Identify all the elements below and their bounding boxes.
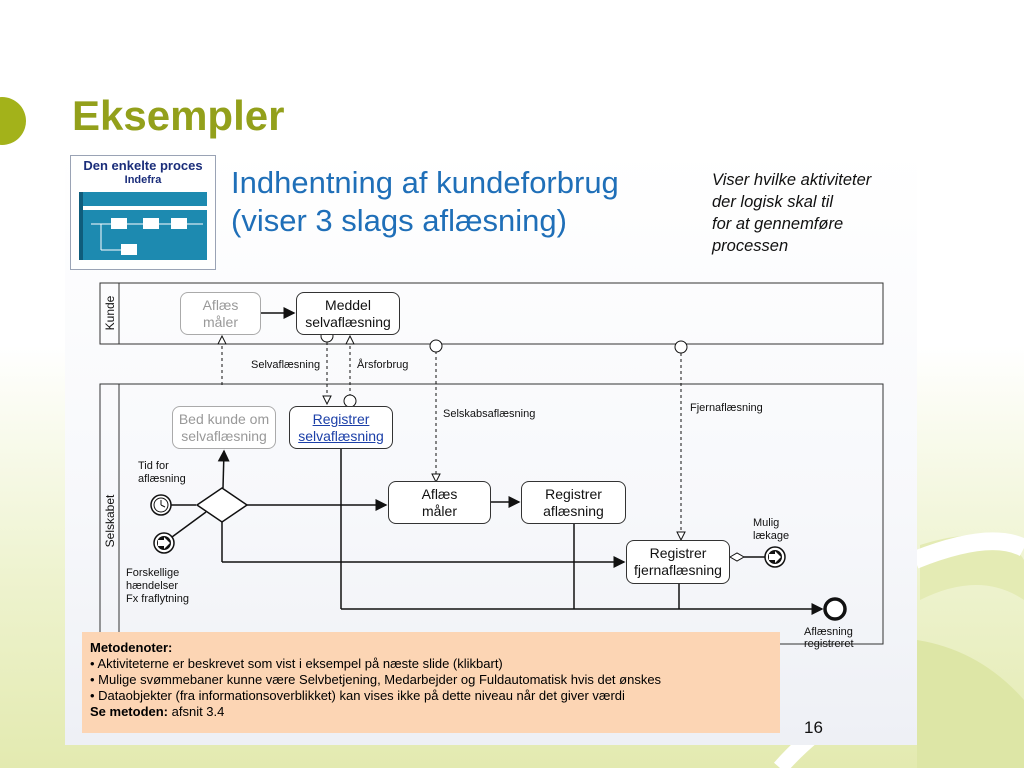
end-event: [823, 597, 847, 621]
task-label: aflæsning: [543, 502, 604, 519]
diagram-heading-line2: (viser 3 slags aflæsning): [231, 203, 567, 238]
notes-bullet[interactable]: • Aktiviteterne er beskrevet som vist i …: [90, 656, 503, 671]
task-label: Registrer: [545, 485, 602, 502]
task-label: fjernaflæsning: [634, 562, 722, 578]
task-link[interactable]: Registrer: [312, 410, 370, 427]
flow-label-fjernaflaesning: Fjernaflæsning: [690, 402, 763, 414]
thumbnail-graphic: [79, 192, 207, 260]
notes-see-value: afsnit 3.4: [168, 704, 225, 719]
pool-kunde: [99, 282, 884, 345]
event-label-line: lækage: [753, 530, 790, 542]
page-number: 16: [804, 718, 823, 737]
diagram-heading-line1: Indhentning af kundeforbrug: [231, 165, 619, 200]
side-note-line: der logisk skal til: [712, 193, 834, 211]
exclusive-gateway: [195, 487, 249, 523]
notes-bullet: • Dataobjekter (fra informationsoverblik…: [90, 688, 625, 703]
event-label-line: Forskellige: [126, 567, 180, 579]
task-label: Aflæs: [202, 296, 239, 313]
diagram-heading: Indhentning af kundeforbrug (viser 3 sla…: [231, 164, 619, 240]
thumbnail-title: Den enkelte proces: [83, 158, 203, 173]
lane-label-kunde: Kunde: [103, 295, 117, 331]
event-label-line: Aflæsning: [804, 626, 853, 638]
task-label: Bed kunde om: [178, 410, 270, 427]
task-label: Meddel: [325, 296, 371, 313]
side-note: Viser hvilke aktiviteter der logisk skal…: [712, 169, 871, 257]
side-note-line: processen: [712, 237, 789, 255]
task-label: selvaflæsning: [181, 427, 267, 444]
task-label: måler: [421, 502, 457, 519]
event-label-line: Fx fraflytning: [126, 593, 189, 605]
event-label-aflaesning-registreret: Aflæsning registreret: [804, 626, 854, 650]
task-label: Registrer: [649, 545, 707, 561]
flow-label-selskabsaflaesning: Selskabsaflæsning: [443, 408, 536, 420]
thumbnail-subtitle: Indefra: [124, 174, 162, 186]
flow-label-aarsforbrug: Årsforbrug: [357, 359, 409, 371]
side-note-line: for at gennemføre: [712, 215, 844, 233]
event-label-tid-for: Tid for aflæsning: [138, 460, 186, 486]
event-label-line: aflæsning: [138, 473, 186, 485]
side-note-line: Viser hvilke aktiviteter: [712, 171, 872, 189]
event-label-mulig-laekage: Mulig lækage: [753, 517, 789, 543]
notes-see-label: Se metoden:: [90, 704, 169, 719]
task-label: måler: [202, 313, 238, 330]
event-label-line: Mulig: [753, 517, 780, 529]
event-label-line: Tid for: [138, 460, 169, 472]
flow-label-selvaflaesning: Selvaflæsning: [251, 359, 321, 371]
slide-title: Eksempler: [72, 92, 285, 139]
method-notes: Metodenoter: • Aktiviteterne er beskreve…: [82, 632, 780, 733]
task-label: selvaflæsning: [305, 313, 391, 330]
process-thumbnail[interactable]: Den enkelte proces Indefra: [70, 155, 216, 270]
notes-bullet: • Mulige svømmebaner kunne være Selvbetj…: [90, 672, 662, 687]
lane-label-selskabet: Selskabet: [103, 494, 117, 548]
event-label-forskellige: Forskellige hændelser Fx fraflytning: [126, 567, 189, 606]
task-link[interactable]: selvaflæsning: [298, 427, 384, 444]
event-label-line: hændelser: [126, 580, 178, 592]
notes-heading: Metodenoter:: [90, 640, 173, 655]
event-label-line: registreret: [804, 638, 854, 650]
task-label: Aflæs: [421, 485, 458, 502]
